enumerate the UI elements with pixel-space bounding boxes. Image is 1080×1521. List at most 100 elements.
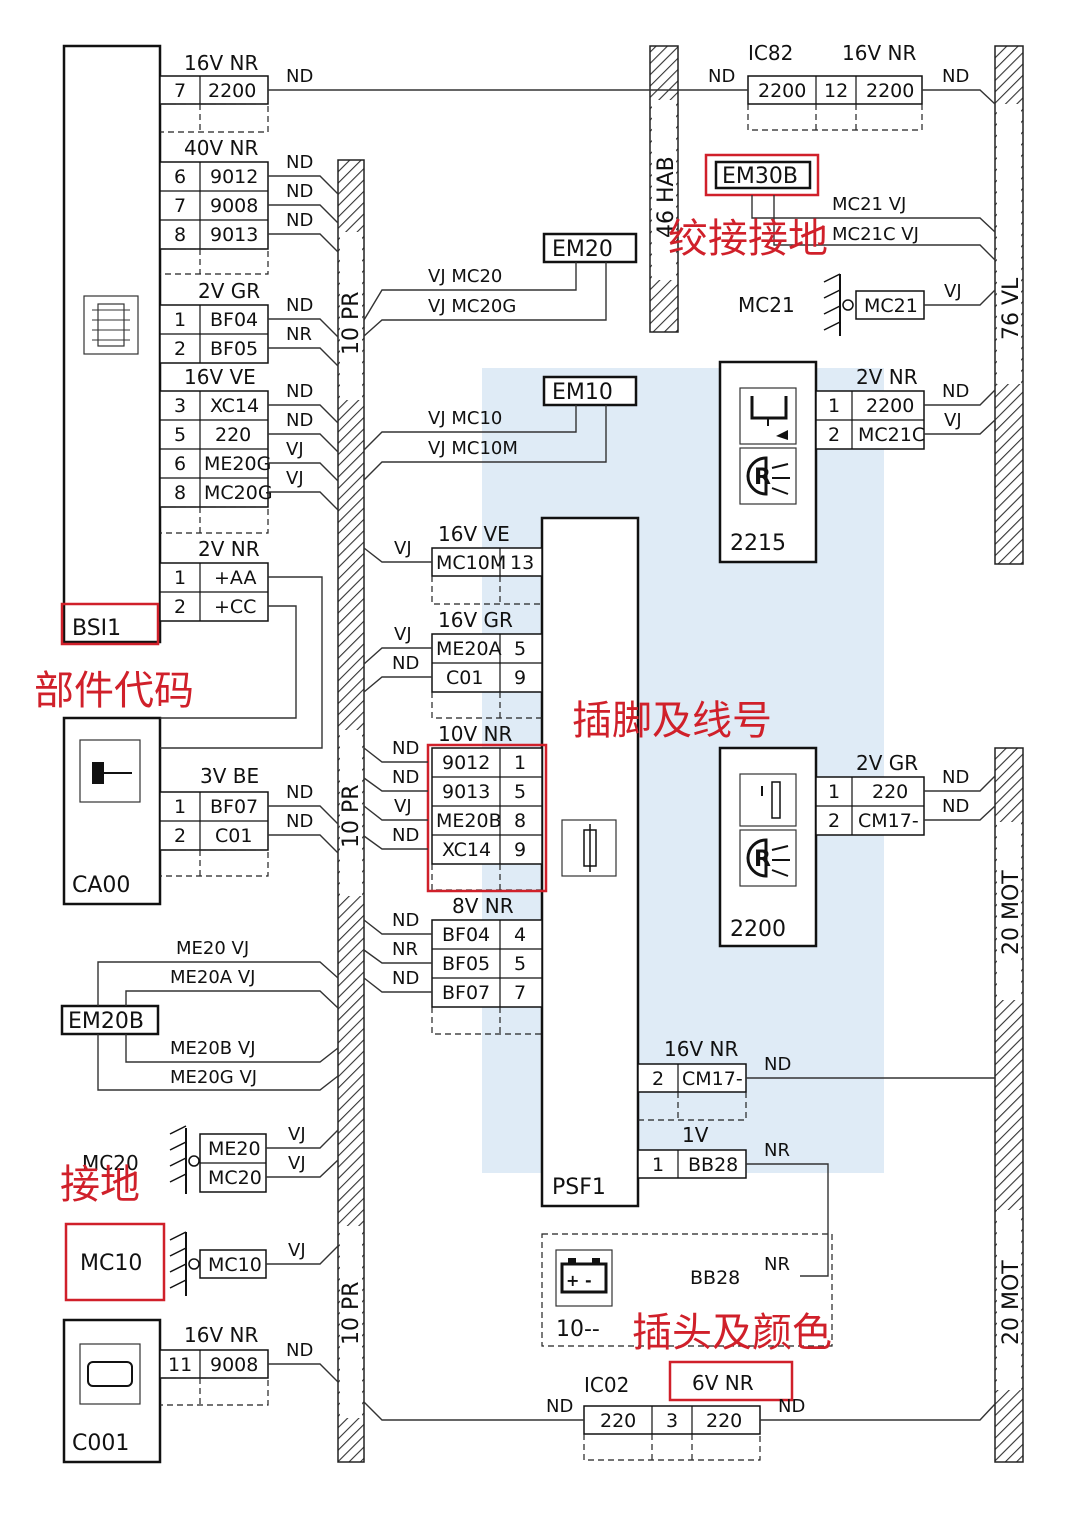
- c001-pin: 11: [168, 1354, 192, 1376]
- splice-em10: EM10: [542, 375, 638, 407]
- wire-label: ND: [942, 66, 969, 87]
- switch-2215-pin: 2: [828, 424, 840, 446]
- wire-label: ME20G VJ: [170, 1067, 257, 1088]
- psf-c3-wire: 9013: [442, 781, 490, 803]
- ground-mc20-wire: MC20: [208, 1167, 262, 1189]
- splice-em20b: EM20B: [60, 1004, 160, 1036]
- psf-c2-pin: 9: [514, 667, 526, 689]
- bsi-c3-pin: 1: [174, 309, 186, 331]
- wire-label: MC21C VJ: [832, 224, 919, 245]
- bsi-c5-wire: +CC: [214, 596, 256, 618]
- wire-label: VJ MC20: [428, 266, 502, 287]
- bsi-c4-pin: 5: [174, 424, 186, 446]
- bsi-connector-1-name: 16V NR: [184, 51, 258, 75]
- wire-label: ND: [942, 381, 969, 402]
- bsi-c2-pin: 7: [174, 195, 186, 217]
- ic02-wire-left: 220: [600, 1410, 636, 1432]
- svg-text:R: R: [754, 847, 771, 872]
- wire-label: ND: [286, 782, 313, 803]
- bsi-c5-pin: 2: [174, 596, 186, 618]
- ground-mc21: MC21 MC21: [738, 273, 925, 336]
- bsi-c4-pin: 3: [174, 395, 186, 417]
- c001-wire: 9008: [210, 1354, 258, 1376]
- wires: [97, 89, 996, 1421]
- ca00-connector-name: 3V BE: [200, 764, 259, 788]
- psf-c2-pin: 5: [514, 638, 526, 660]
- ca00-wire: BF07: [210, 796, 258, 818]
- annotation-twist-ground: 绞接接地: [668, 216, 828, 262]
- bsi-c3-wire: BF04: [210, 309, 258, 331]
- annotation-pin-wire: 插脚及线号: [572, 698, 772, 744]
- ic02-connector-name: 6V NR: [692, 1371, 754, 1395]
- psf-c4-wire: BF05: [442, 953, 490, 975]
- ic82-connector-name: 16V NR: [842, 41, 916, 65]
- ground-mc21-label: MC21: [738, 293, 795, 317]
- wire-label: ND: [286, 811, 313, 832]
- ca00-label: CA00: [72, 873, 130, 898]
- harness-label-mot-1: 20 MOT: [999, 870, 1024, 955]
- ground-mc10-wire: MC10: [208, 1254, 262, 1276]
- bsi-connectors: 16V NR 7 2200 40V NR 6 9012 7 9008 8 901…: [159, 51, 273, 622]
- psf-c2-wire: ME20A: [436, 638, 502, 660]
- psf-c5-wire: CM17-: [682, 1068, 743, 1090]
- c001-unit: C001 16V NR 11 9008: [62, 1318, 269, 1464]
- bsi-connector-5-name: 2V NR: [198, 537, 260, 561]
- psf-c3-wire: 9012: [442, 752, 490, 774]
- psf-c4-pin: 7: [514, 982, 526, 1004]
- battery-label: 10--: [556, 1317, 600, 1342]
- wire-label: NR: [392, 939, 418, 960]
- bsi-c2-wire: 9013: [210, 224, 258, 246]
- psf-connector-2-name: 16V GR: [438, 608, 513, 632]
- switch-2200-label: 2200: [730, 917, 786, 942]
- bsi-c2-wire: 9012: [210, 166, 258, 188]
- wire-label: VJ: [286, 468, 304, 489]
- wire-label: ND: [392, 825, 419, 846]
- wire-label: ND: [392, 767, 419, 788]
- psf-c1-pin: 13: [510, 552, 534, 574]
- bsi-c1-wire: 2200: [208, 80, 256, 102]
- wire-label: ND: [546, 1396, 573, 1417]
- ground-mc20: MC20 ME20 MC20: [82, 1125, 267, 1194]
- psf-c2-wire: C01: [446, 667, 483, 689]
- wire-label: ND: [942, 796, 969, 817]
- annotations: 部件代码 插脚及线号 绞接接地 接地 插头及颜色: [34, 216, 832, 1356]
- switch-2215-pin: 1: [828, 395, 840, 417]
- wire-label: ND: [286, 1340, 313, 1361]
- ic02-wire-right: 220: [706, 1410, 742, 1432]
- bsi-c4-wire: XC14: [210, 395, 259, 417]
- splice-em30b: EM30B: [704, 153, 820, 197]
- switch-2200-pin: 1: [828, 781, 840, 803]
- psf-c6-wire: BB28: [688, 1154, 738, 1176]
- fuse-icon: [561, 819, 617, 877]
- bsi-c4-wire: MC20G: [204, 482, 273, 504]
- harness-bars: 46 HAB 76 VL 20 MOT 20 MOT 10 PR 10 PR 1…: [337, 45, 1024, 1463]
- psf-c6-pin: 1: [652, 1154, 664, 1176]
- bsi-c2-pin: 6: [174, 166, 186, 188]
- psf-c4-pin: 5: [514, 953, 526, 975]
- reverse-light-icon: R: [739, 829, 797, 887]
- wire-label: ME20B VJ: [170, 1038, 256, 1059]
- harness-label-vl: 76 VL: [999, 277, 1024, 340]
- wire-label: ND: [942, 767, 969, 788]
- psf-c3-pin: 9: [514, 839, 526, 861]
- psf-connector-4-name: 8V NR: [452, 894, 514, 918]
- ic82-name: IC82: [748, 41, 793, 65]
- wire-label: NR: [764, 1254, 790, 1275]
- wire-label: NR: [286, 324, 312, 345]
- switch-2215-wire: 2200: [866, 395, 914, 417]
- bsi-c4-wire: ME20G: [204, 453, 271, 475]
- psf-connector-3-name: 10V NR: [438, 722, 512, 746]
- psf-c3-pin: 5: [514, 781, 526, 803]
- em20-label: EM20: [552, 237, 613, 262]
- wire-label: VJ: [944, 410, 962, 431]
- ic02-connector: IC02 6V NR 220 3 220: [583, 1360, 794, 1461]
- psf-c4-pin: 4: [514, 924, 526, 946]
- harness-label-pr-3: 10 PR: [339, 1281, 364, 1345]
- bsi-connector-3-name: 2V GR: [198, 279, 260, 303]
- switch-2215-label: 2215: [730, 531, 786, 556]
- c001-label: C001: [72, 1431, 129, 1456]
- bsi-c4-pin: 6: [174, 453, 186, 475]
- splice-em20: EM20: [542, 232, 638, 264]
- ic82-wire-left: 2200: [758, 80, 806, 102]
